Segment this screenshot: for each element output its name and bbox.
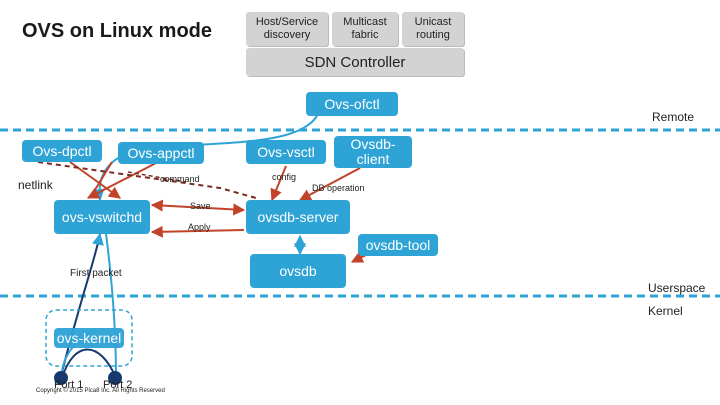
first-packet-up-path — [59, 232, 104, 381]
ovs-appctl-box[interactable]: Ovs-appctl — [118, 142, 204, 164]
appctl-to-vswitchd-arrow — [86, 161, 159, 199]
first-packet-down-path — [105, 233, 117, 379]
apply-arrow — [150, 225, 245, 238]
client-to-server-arrow — [298, 167, 361, 201]
page-title: OVS on Linux mode — [22, 20, 213, 42]
port-1-label: Port 1 — [54, 379, 84, 391]
netlink-dashed-line — [37, 161, 257, 199]
ovs-vswitchd-box[interactable]: ovs-vswitchd — [54, 200, 150, 234]
command-label: command — [160, 174, 200, 184]
ovs-vsctl-box[interactable]: Ovs-vsctl — [246, 140, 326, 164]
ovs-dpctl-box[interactable]: Ovs-dpctl — [22, 140, 102, 162]
controller-app-multicast[interactable]: Multicast fabric — [332, 12, 398, 46]
ovs-kernel-box[interactable]: ovs-kernel — [54, 328, 124, 348]
kernel-port-path-a — [61, 348, 117, 379]
port-2-label: Port 2 — [103, 379, 133, 391]
appctl-to-kernel-arrow — [89, 161, 113, 199]
userspace-zone-label: Userspace — [648, 281, 706, 295]
save-arrow — [150, 199, 246, 216]
config-label: config — [272, 172, 297, 182]
command-dashed-line — [127, 171, 187, 183]
port-2-node[interactable] — [108, 371, 122, 385]
vsctl-to-server-arrow — [270, 165, 287, 202]
copyright-text: Copyright © 2015 Pica8 Inc. All Rights R… — [36, 388, 165, 394]
first-packet-label: First packet — [70, 268, 122, 279]
port-1-node[interactable] — [54, 371, 68, 385]
controller-app-host-discovery[interactable]: Host/Service discovery — [246, 12, 328, 46]
save-label: Save — [190, 201, 211, 211]
kernel-zone-label: Kernel — [648, 304, 683, 318]
ovsdb-tool-box[interactable]: ovsdb-tool — [358, 234, 438, 256]
ovs-ofctl-box[interactable]: Ovs-ofctl — [306, 92, 398, 116]
controller-app-unicast[interactable]: Unicast routing — [402, 12, 464, 46]
apply-label: Apply — [188, 222, 211, 232]
ovsdb-box[interactable]: ovsdb — [250, 254, 346, 288]
ovsdb-client-box[interactable]: Ovsdb-client — [334, 136, 412, 168]
sdn-controller[interactable]: SDN Controller — [246, 48, 464, 76]
netlink-label: netlink — [18, 178, 53, 192]
ovsdb-server-box[interactable]: ovsdb-server — [246, 200, 350, 234]
kernel-enclosure — [45, 309, 133, 367]
remote-zone-label: Remote — [652, 110, 695, 124]
db-operation-label: DB operation — [312, 183, 365, 193]
